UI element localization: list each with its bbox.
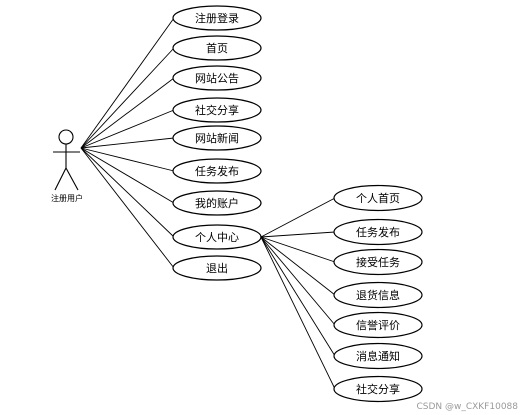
- usecase-site-news: 网站新闻: [172, 125, 262, 151]
- line-actor-to-social-share: [80, 109, 175, 149]
- usecase-label: 个人首页: [356, 191, 400, 205]
- usecase-ellipse: [172, 224, 262, 250]
- usecase-label: 首页: [206, 41, 228, 55]
- usecase-ellipse: [172, 35, 262, 61]
- usecase-ellipse: [172, 5, 262, 31]
- line-actor-to-logout: [80, 147, 175, 269]
- association-lines: [80, 17, 336, 390]
- usecase-ellipse: [333, 281, 423, 309]
- usecase-label: 退出: [206, 261, 228, 275]
- usecase-label: 信誉评价: [356, 318, 400, 332]
- usecase-site-notice: 网站公告: [172, 65, 262, 91]
- watermark: CSDN @w_CXKF10088: [416, 402, 518, 412]
- usecase-return-info: 退货信息: [333, 281, 423, 309]
- actor-left-leg: [54, 167, 67, 191]
- usecase-label: 任务发布: [356, 225, 400, 239]
- line-pc-to-pc-social-share: [260, 236, 336, 390]
- usecase-label: 任务发布: [195, 164, 239, 178]
- usecase-ellipse: [172, 125, 262, 151]
- usecase-ellipse: [333, 342, 423, 370]
- usecase-label: 网站公告: [195, 71, 239, 85]
- line-actor-to-register-login: [80, 17, 175, 149]
- usecase-ellipse: [172, 190, 262, 216]
- usecase-ellipse: [172, 255, 262, 281]
- line-actor-to-site-news: [80, 137, 175, 149]
- usecase-label: 网站新闻: [195, 131, 239, 145]
- line-actor-to-site-notice: [80, 77, 175, 149]
- usecase-label: 社交分享: [195, 103, 239, 117]
- usecase-pc-task-publish: 任务发布: [333, 218, 423, 246]
- use-cases: 注册登录首页网站公告社交分享网站新闻任务发布我的账户个人中心退出个人首页任务发布…: [172, 5, 423, 403]
- line-actor-to-personal-center: [80, 147, 175, 238]
- usecase-ellipse: [333, 375, 423, 403]
- actor-head: [58, 129, 74, 145]
- usecase-label: 注册登录: [195, 11, 239, 25]
- usecase-ellipse: [172, 65, 262, 91]
- actor-registered-user: 注册用户: [51, 129, 83, 203]
- line-actor-to-task-publish: [80, 147, 175, 172]
- line-actor-to-home: [80, 47, 175, 149]
- usecase-label: 退货信息: [356, 288, 400, 302]
- usecase-my-account: 我的账户: [172, 190, 262, 216]
- usecase-label: 我的账户: [195, 196, 239, 210]
- usecase-pc-social-share: 社交分享: [333, 375, 423, 403]
- usecase-ellipse: [333, 184, 423, 212]
- usecase-ellipse: [333, 311, 423, 339]
- usecase-ellipse: [333, 248, 423, 276]
- usecase-ellipse: [172, 97, 262, 123]
- usecase-ellipse: [333, 218, 423, 246]
- line-pc-to-credit-review: [260, 236, 336, 326]
- line-pc-to-return-info: [260, 236, 336, 296]
- line-pc-to-message-notify: [260, 236, 336, 357]
- line-pc-to-personal-home: [260, 197, 336, 238]
- usecase-logout: 退出: [172, 255, 262, 281]
- usecase-label: 接受任务: [356, 256, 400, 269]
- usecase-home: 首页: [172, 35, 262, 61]
- line-pc-to-pc-task-publish: [260, 231, 336, 238]
- line-pc-to-accept-task: [260, 236, 336, 263]
- usecase-accept-task: 接受任务: [333, 248, 423, 276]
- usecase-label: 个人中心: [195, 231, 239, 244]
- actor-label: 注册用户: [51, 193, 83, 203]
- usecase-credit-review: 信誉评价: [333, 311, 423, 339]
- usecase-label: 消息通知: [356, 349, 400, 363]
- usecase-label: 社交分享: [356, 382, 400, 396]
- usecase-personal-center: 个人中心: [172, 224, 262, 250]
- usecase-social-share: 社交分享: [172, 97, 262, 123]
- usecase-task-publish: 任务发布: [172, 158, 262, 184]
- actor-right-leg: [65, 167, 79, 191]
- usecase-personal-home: 个人首页: [333, 184, 423, 212]
- usecase-message-notify: 消息通知: [333, 342, 423, 370]
- line-actor-to-my-account: [80, 147, 175, 204]
- usecase-ellipse: [172, 158, 262, 184]
- usecase-register-login: 注册登录: [172, 5, 262, 31]
